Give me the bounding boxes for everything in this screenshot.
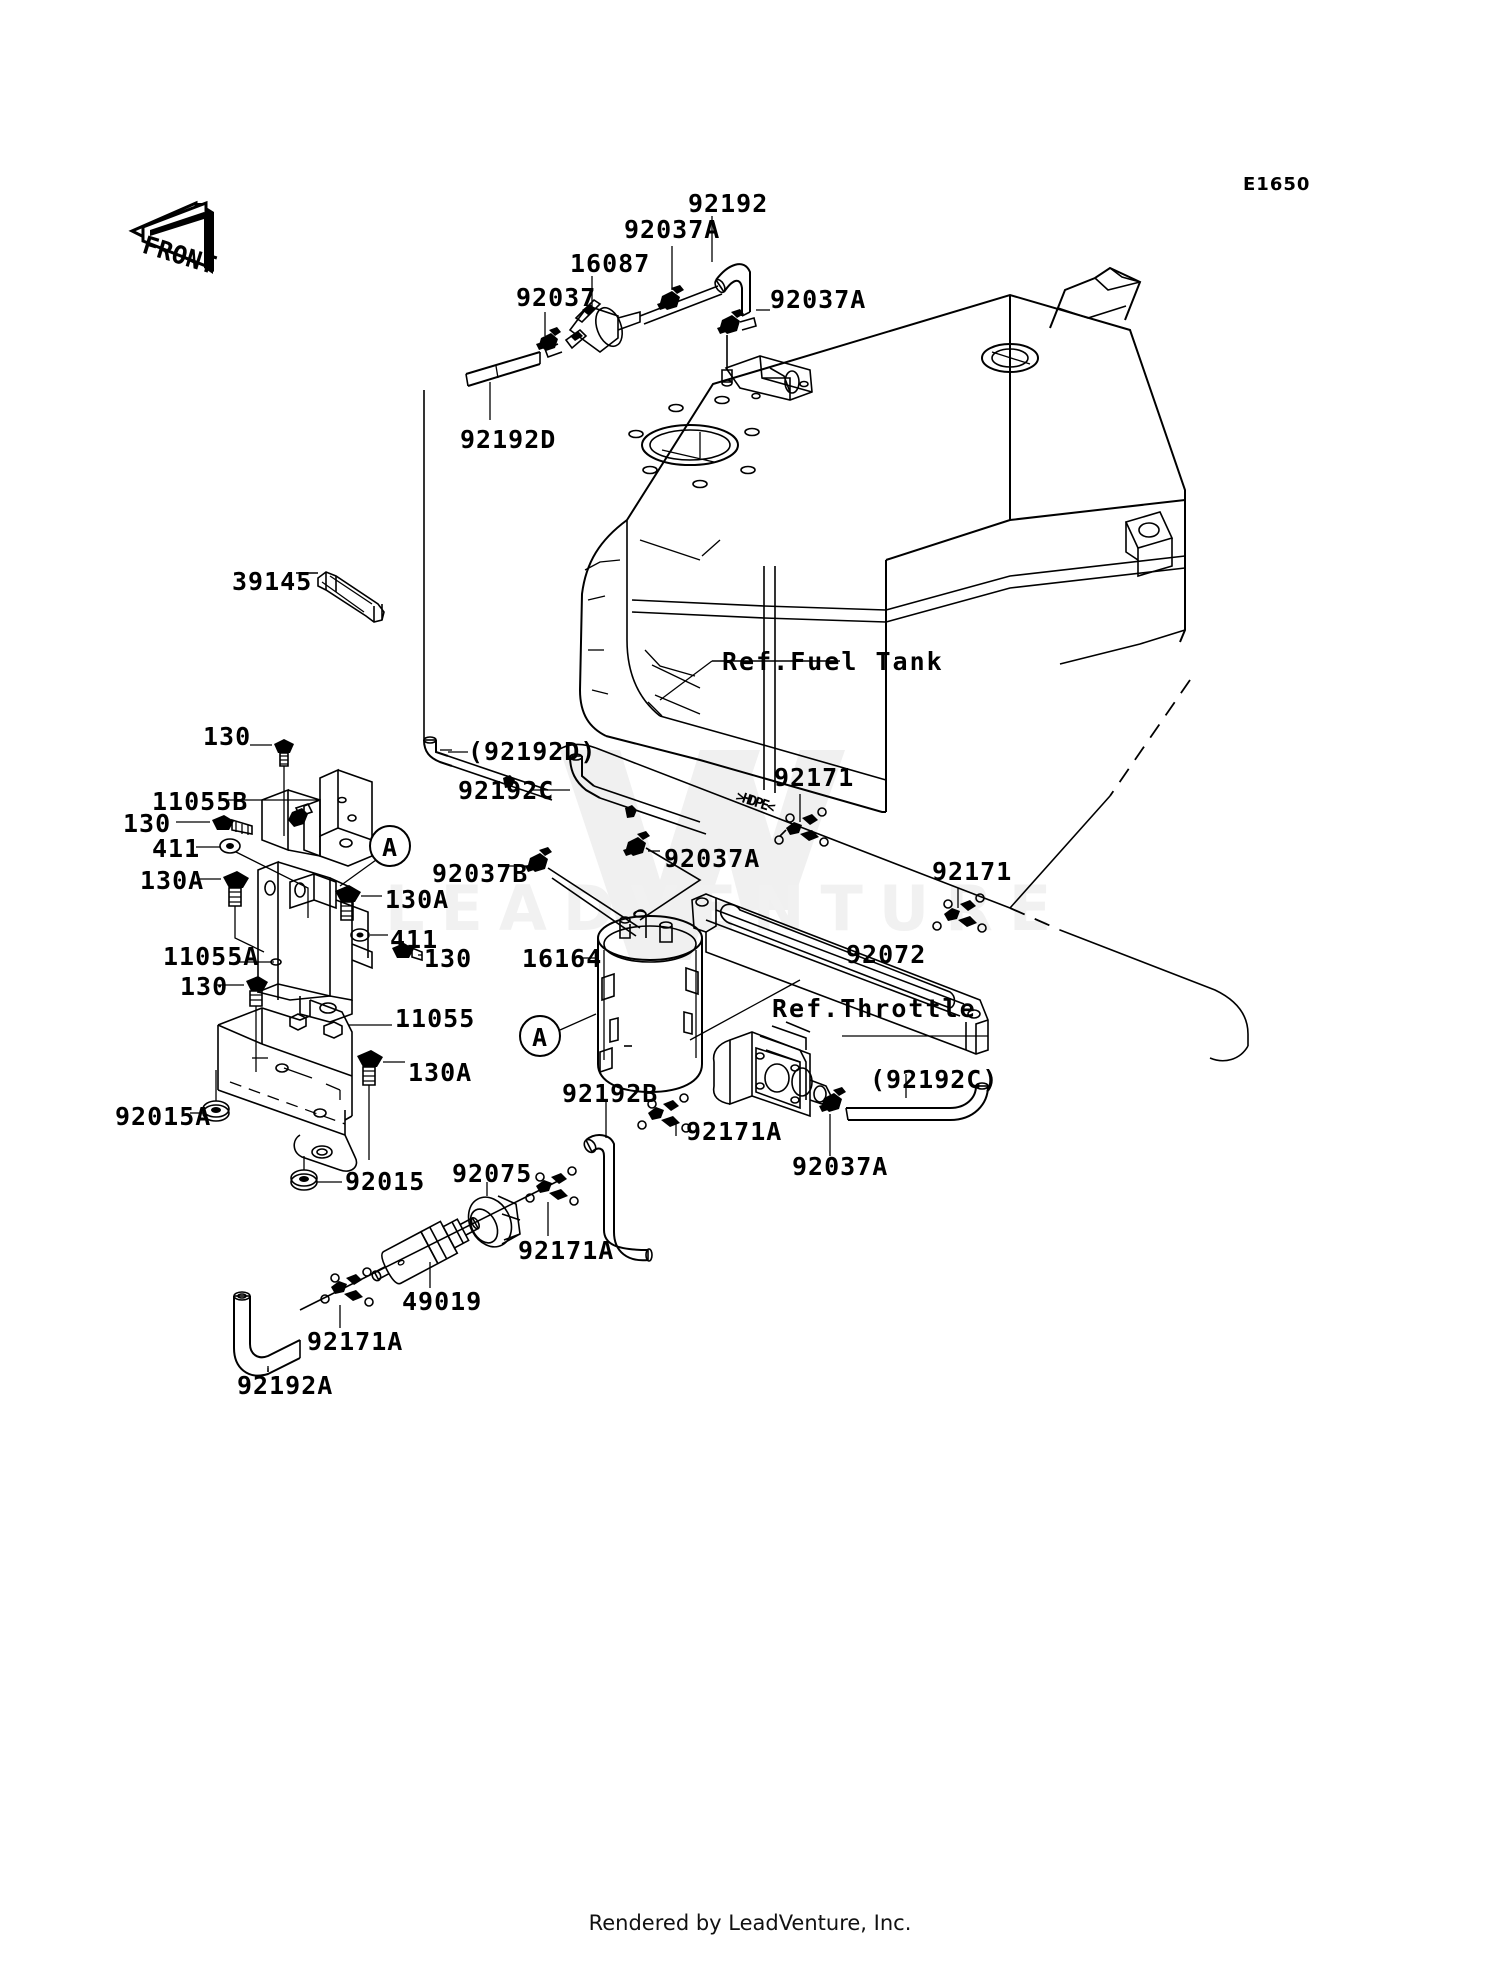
grommet-92075 [467,1190,521,1248]
label-92192c-paren: (92192C) [870,1065,998,1094]
part-39145-clamp [296,571,385,623]
label-92171a-1: 92171A [686,1117,782,1146]
clamp-92171a-grommet [525,1166,579,1206]
clamp-on-92192d [503,775,515,788]
label-49019: 49019 [402,1287,482,1316]
label-411-2: 411 [390,925,438,954]
fasteners-group [176,739,423,1191]
clamp-92037b [525,847,552,872]
bolt-130-top [274,739,294,767]
fuel-filter-49019 [371,1216,480,1288]
nut-92015 [290,1169,318,1191]
valve-16087 [543,298,641,359]
callout-a-upper-group: A [339,825,411,887]
bolt-130a-bottom [357,1050,383,1086]
throttle-body-assembly [712,1021,834,1118]
band-92072 [689,893,989,1055]
label-16164: 16164 [522,944,602,973]
label-16087: 16087 [570,249,650,278]
label-92192b: 92192B [562,1079,658,1108]
label-39145: 39145 [232,567,312,596]
label-92192c: 92192C [458,776,554,805]
label-92037a-2: 92037A [770,285,866,314]
label-92075: 92075 [452,1159,532,1188]
ref-fuel-tank-leader [659,660,840,701]
washer-411-upper [219,838,241,854]
hose-92192b [583,1100,653,1262]
clamp-92037a-throttle [819,1087,846,1112]
hose-92192a [233,1291,301,1377]
footer-credit: Rendered by LeadVenture, Inc. [589,1911,912,1935]
label-92192d: 92192D [460,425,556,454]
canister-16164 [582,909,703,1094]
label-92171a-2: 92171A [518,1236,614,1265]
label-11055: 11055 [395,1004,475,1033]
label-130-1: 130 [203,722,251,751]
diagram-code: E1650 [1243,174,1310,195]
bolt-130a-right [335,885,361,921]
clamp-92037a-tank [717,309,757,334]
bolt-130a-left [223,871,249,907]
bracket-assembly-left [217,768,373,1172]
label-411-1: 411 [152,834,200,863]
label-130-2: 130 [123,809,171,838]
label-92171-1: 92171 [774,763,854,792]
label-92171-2: 92171 [932,857,1012,886]
label-92037: 92037 [516,283,596,312]
bolt-130-third [392,943,423,962]
label-92037a-3: 92037A [664,844,760,873]
label-130-3: 130 [424,944,472,973]
label-92072: 92072 [846,940,926,969]
washer-411-lower [350,928,370,942]
label-130-4: 130 [180,972,228,1001]
label-ref-throttle: Ref.Throttle [772,994,977,1023]
clamp-92171-upper [774,794,829,847]
label-130a-1: 130A [140,866,204,895]
tank-reference-outline [554,679,1249,1062]
clamp-92171a-left [320,1267,374,1307]
bolt-130-fourth [246,976,268,1007]
top-hose-assembly [423,216,770,740]
watermark-text: LEADVENTURE [385,872,1067,945]
clamp-92037a-mid [657,285,684,310]
callout-a-lower-group: A [519,1013,597,1057]
bolt-130-second [212,815,253,835]
label-11055b: 11055B [152,787,248,816]
clamp-on-92192c [625,805,637,818]
callout-a-upper-text: A [382,833,398,862]
clamp-92037a-center [623,831,650,856]
fuel-tank-assembly: >HDPE< [578,266,1186,816]
label-92192d-paren: (92192D) [468,737,596,766]
label-92192a: 92192A [237,1371,333,1400]
hose-92192c-right [845,1074,989,1121]
callout-a-lower-text: A [532,1023,548,1052]
label-92192: 92192 [688,189,768,218]
label-92037a-4: 92037A [792,1152,888,1181]
label-92015a: 92015A [115,1102,211,1131]
leadventure-watermark: LEADVENTURE [385,750,1067,960]
clamp-92171-lower [932,888,987,933]
front-direction-marker: FRONT [128,200,220,280]
label-92037b: 92037B [432,859,528,888]
label-text-layer: 92192 92037A 16087 92037 92037A 92192D 3… [115,189,1012,1400]
clamp-92171a-on-92192b [637,1093,691,1133]
label-92037a-1: 92037A [624,215,720,244]
label-130a-3: 130A [408,1058,472,1087]
label-130a-2: 130A [385,885,449,914]
label-92171a-3: 92171A [307,1327,403,1356]
hose-92192 [714,263,751,317]
label-11055a: 11055A [163,942,259,971]
label-ref-fuel-tank: Ref.Fuel Tank [722,647,944,676]
label-92015: 92015 [345,1167,425,1196]
